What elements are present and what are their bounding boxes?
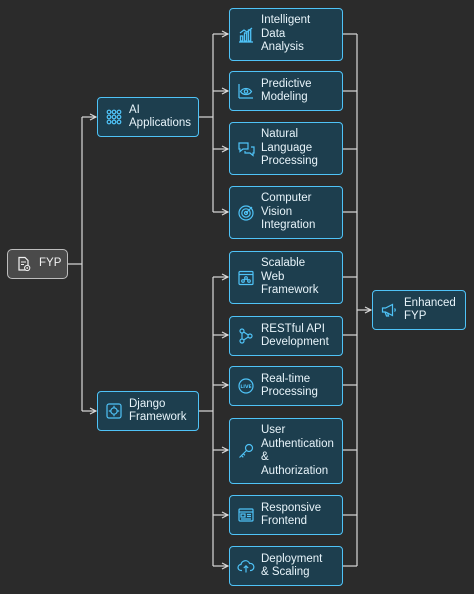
- node-label: RESTful API Development: [261, 322, 329, 349]
- share-nodes-icon: [235, 327, 257, 345]
- window-icon: [235, 506, 257, 524]
- node-user-authentication-authorization[interactable]: User Authentication & Authorization: [229, 418, 343, 484]
- node-label: Real-time Processing: [261, 372, 318, 399]
- node-responsive-frontend[interactable]: Responsive Frontend: [229, 495, 343, 535]
- node-label: Predictive Modeling: [261, 77, 312, 104]
- node-intelligent-data-analysis[interactable]: Intelligent Data Analysis: [229, 8, 343, 61]
- node-label: Scalable Web Framework: [261, 257, 319, 297]
- root-node-fyp[interactable]: FYP: [7, 249, 68, 279]
- target-icon: [235, 204, 257, 222]
- node-label: Computer Vision Integration: [261, 192, 316, 232]
- node-label: Responsive Frontend: [261, 501, 322, 528]
- branch-label: AI Applications: [129, 103, 192, 130]
- speech-bubbles-icon: [235, 140, 257, 158]
- node-predictive-modeling[interactable]: Predictive Modeling: [229, 71, 343, 111]
- gear-icon: [103, 402, 125, 420]
- cloud-upload-icon: [235, 557, 257, 575]
- eye-chart-icon: [235, 82, 257, 100]
- branch-django-framework[interactable]: Django Framework: [97, 391, 199, 431]
- root-label: FYP: [39, 257, 62, 270]
- node-scalable-web-framework[interactable]: Scalable Web Framework: [229, 251, 343, 304]
- branch-label: Django Framework: [129, 397, 187, 424]
- document-gear-icon: [13, 256, 35, 272]
- live-icon: LIVE: [235, 377, 257, 395]
- node-computer-vision-integration[interactable]: Computer Vision Integration: [229, 186, 343, 239]
- node-label: Intelligent Data Analysis: [261, 14, 311, 54]
- megaphone-icon: [378, 301, 400, 319]
- node-label: Deployment & Scaling: [261, 552, 323, 579]
- node-label: User Authentication & Authorization: [261, 424, 334, 477]
- node-real-time-processing[interactable]: LIVE Real-time Processing: [229, 366, 343, 406]
- browser-network-icon: [235, 269, 257, 287]
- outcome-label: Enhanced FYP: [404, 296, 456, 323]
- node-restful-api-development[interactable]: RESTful API Development: [229, 316, 343, 356]
- node-natural-language-processing[interactable]: Natural Language Processing: [229, 122, 343, 175]
- branch-ai-applications[interactable]: AI Applications: [97, 97, 199, 137]
- node-label: Natural Language Processing: [261, 128, 318, 168]
- node-deployment-scaling[interactable]: Deployment & Scaling: [229, 546, 343, 586]
- key-icon: [235, 442, 257, 460]
- bar-chart-icon: [235, 26, 257, 44]
- grid-network-icon: [103, 108, 125, 126]
- outcome-enhanced-fyp[interactable]: Enhanced FYP: [372, 290, 466, 330]
- svg-text:LIVE: LIVE: [240, 384, 251, 390]
